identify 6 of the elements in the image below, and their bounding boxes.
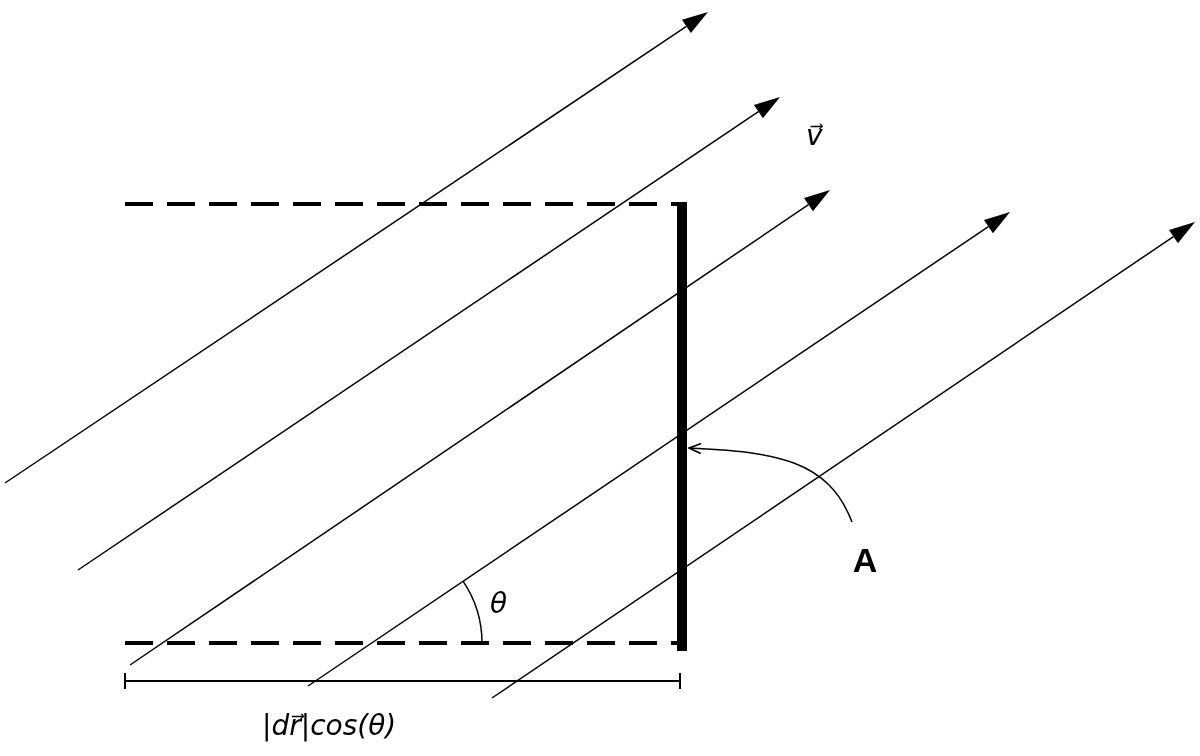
angle-label: θ — [490, 590, 508, 618]
vector-label: v⃗ — [806, 122, 823, 150]
leader-line — [688, 442, 853, 523]
callout-letter: A — [848, 540, 882, 580]
surface-bar — [677, 202, 687, 651]
dimension-label: |dr⃗|cos(θ) — [262, 712, 397, 740]
